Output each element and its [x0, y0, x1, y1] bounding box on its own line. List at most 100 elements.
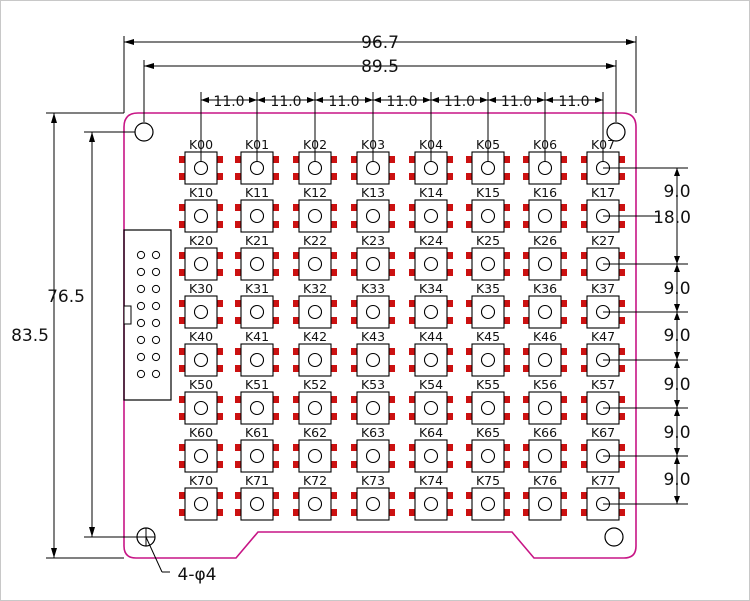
switch-actuator — [307, 208, 323, 224]
solder-pad — [271, 269, 279, 276]
solder-pad — [559, 461, 567, 468]
switch-actuator — [480, 256, 496, 272]
solder-pad — [271, 492, 279, 499]
solder-pad — [329, 300, 337, 307]
key-switch-k51: K51 — [235, 377, 279, 425]
switch-actuator — [480, 208, 496, 224]
switch-actuator — [423, 400, 439, 416]
key-label: K76 — [533, 473, 557, 488]
key-label: K72 — [303, 473, 327, 488]
key-switch-k31: K31 — [235, 281, 279, 329]
key-label: K50 — [189, 377, 213, 392]
solder-pad — [329, 365, 337, 372]
solder-pad — [179, 396, 187, 403]
solder-pad — [271, 300, 279, 307]
header-pin — [151, 335, 161, 345]
solder-pad — [235, 173, 243, 180]
solder-pad — [179, 461, 187, 468]
solder-pad — [559, 156, 567, 163]
solder-pad — [502, 156, 510, 163]
solder-pad — [179, 444, 187, 451]
solder-pad — [523, 204, 531, 211]
solder-pad — [351, 444, 359, 451]
solder-pad — [215, 348, 223, 355]
holes-callout-label: 4-φ4 — [178, 565, 217, 585]
solder-pad — [293, 300, 301, 307]
switch-actuator — [480, 160, 496, 176]
key-label: K41 — [245, 329, 269, 344]
switch-actuator — [307, 400, 323, 416]
solder-pad — [351, 300, 359, 307]
solder-pad — [271, 156, 279, 163]
solder-pad — [409, 317, 417, 324]
solder-pad — [581, 156, 589, 163]
key-label: K35 — [476, 281, 500, 296]
key-label: K17 — [591, 185, 615, 200]
solder-pad — [559, 269, 567, 276]
solder-pad — [466, 365, 474, 372]
solder-pad — [271, 348, 279, 355]
solder-pad — [502, 348, 510, 355]
key-label: K67 — [591, 425, 615, 440]
key-switch-k45: K45 — [466, 329, 510, 377]
solder-pad — [351, 173, 359, 180]
key-label: K24 — [419, 233, 443, 248]
solder-pad — [445, 413, 453, 420]
solder-pad — [617, 317, 625, 324]
key-label: K34 — [419, 281, 443, 296]
solder-pad — [387, 396, 395, 403]
solder-pad — [351, 365, 359, 372]
key-label: K45 — [476, 329, 500, 344]
solder-pad — [293, 444, 301, 451]
header-pin — [136, 301, 146, 311]
solder-pad — [215, 444, 223, 451]
switch-actuator — [193, 448, 209, 464]
key-switch-k15: K15 — [466, 185, 510, 233]
switch-actuator — [423, 160, 439, 176]
solder-pad — [409, 204, 417, 211]
key-switch-k54: K54 — [409, 377, 453, 425]
solder-pad — [271, 317, 279, 324]
key-switch-k11: K11 — [235, 185, 279, 233]
solder-pad — [329, 252, 337, 259]
solder-pad — [581, 396, 589, 403]
dim-row-pitch-chain — [603, 167, 688, 505]
key-switch-k73: K73 — [351, 473, 395, 521]
solder-pad — [215, 269, 223, 276]
solder-pad — [293, 317, 301, 324]
switch-actuator — [365, 208, 381, 224]
key-label: K21 — [245, 233, 269, 248]
solder-pad — [387, 173, 395, 180]
key-label: K22 — [303, 233, 327, 248]
solder-pad — [466, 461, 474, 468]
solder-pad — [387, 252, 395, 259]
key-switch-k70: K70 — [179, 473, 223, 521]
solder-pad — [235, 348, 243, 355]
solder-pad — [409, 252, 417, 259]
key-switch-k47: K47 — [581, 329, 625, 377]
solder-pad — [329, 396, 337, 403]
solder-pad — [466, 204, 474, 211]
board-outline — [123, 112, 637, 559]
header-pin — [136, 369, 146, 379]
solder-pad — [293, 252, 301, 259]
switch-actuator — [249, 496, 265, 512]
key-switch-k23: K23 — [351, 233, 395, 281]
key-switch-k52: K52 — [293, 377, 337, 425]
switch-actuator — [193, 400, 209, 416]
solder-pad — [329, 444, 337, 451]
solder-pad — [559, 300, 567, 307]
hole-height-label: 76.5 — [47, 287, 85, 307]
solder-pad — [215, 317, 223, 324]
key-label: K36 — [533, 281, 557, 296]
solder-pad — [445, 444, 453, 451]
switch-actuator — [537, 304, 553, 320]
key-switch-k27: K27 — [581, 233, 625, 281]
solder-pad — [502, 173, 510, 180]
switch-actuator — [193, 352, 209, 368]
solder-pad — [351, 348, 359, 355]
key-switch-k22: K22 — [293, 233, 337, 281]
switch-body — [356, 391, 390, 425]
key-switch-k66: K66 — [523, 425, 567, 473]
switch-actuator — [365, 496, 381, 512]
